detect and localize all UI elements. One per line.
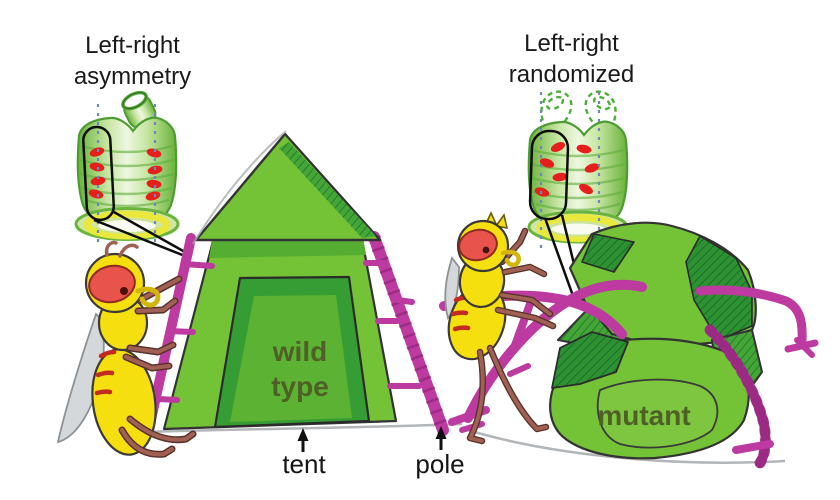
mutant-label-text: mutant xyxy=(597,400,691,431)
tent-roof-hatch-band xyxy=(279,142,376,238)
tent-pole-mid-down-hatch xyxy=(704,324,771,469)
roof-sketch-line xyxy=(192,130,287,245)
randomized-cells xyxy=(534,142,600,197)
ground-line xyxy=(119,422,463,435)
pole-annotation: pole xyxy=(402,451,478,477)
caption-right-line1: Left-right xyxy=(524,30,619,57)
fly-antennae xyxy=(104,240,139,258)
caption-left-right-asymmetry: Left-right asymmetry xyxy=(25,30,240,92)
fly-legs xyxy=(466,227,557,445)
tent-pole-right xyxy=(368,231,449,436)
pole-strut xyxy=(510,300,534,352)
fly-proboscis xyxy=(135,286,161,308)
caption-left-line2: asymmetry xyxy=(73,63,192,90)
gut-opening-ring xyxy=(74,207,180,241)
fly-proboscis xyxy=(500,249,521,268)
caption-left-line1: Left-right xyxy=(85,32,180,59)
tent-roof xyxy=(194,132,382,242)
mutant-tent xyxy=(439,221,819,469)
left-fly xyxy=(56,240,197,458)
left-gut-schematic xyxy=(74,90,180,246)
ground-line xyxy=(467,428,786,464)
asymmetric-cells xyxy=(88,147,163,201)
tent-annotation: tent xyxy=(266,451,342,477)
tent-door-panel xyxy=(230,295,352,422)
pole-annotation-text: pole xyxy=(415,449,465,479)
tent-up-arrow-icon xyxy=(297,428,309,452)
tent-annotation-text: tent xyxy=(282,449,326,479)
pole-bottom-bar xyxy=(732,440,774,454)
pole-rungs xyxy=(155,260,422,403)
pole-end-stub2 xyxy=(794,337,815,358)
tent-wall-top-band xyxy=(209,239,366,258)
wild-type-label: wild type xyxy=(244,334,356,404)
mutant-label: mutant xyxy=(574,398,714,433)
caption-right-line2: randomized xyxy=(508,61,635,88)
fly-wing xyxy=(444,256,460,320)
pole-up-arrow-icon xyxy=(435,426,447,450)
fly-wing xyxy=(56,312,105,444)
gut-tube-icon xyxy=(121,90,157,130)
fabric-top-left-facet xyxy=(581,233,635,273)
fly-eye-pupil xyxy=(120,287,128,295)
fly-eye-pupil xyxy=(482,246,490,254)
fabric-bottom-left-facet xyxy=(551,331,629,389)
tent-pole-right-bend xyxy=(695,285,807,345)
caption-left-right-randomized: Left-right randomized xyxy=(464,28,679,90)
fly-abdomen-stripes xyxy=(94,349,117,396)
wild-type-tent xyxy=(119,130,463,438)
magnifier-callout-left xyxy=(82,125,193,260)
right-fly xyxy=(444,211,557,445)
wild-type-label-line2: type xyxy=(271,371,329,402)
fly-legs xyxy=(118,275,197,458)
pole-mid-stub xyxy=(507,363,531,377)
wild-type-label-line1: wild xyxy=(272,336,328,367)
fabric-inner-fold xyxy=(596,378,719,449)
